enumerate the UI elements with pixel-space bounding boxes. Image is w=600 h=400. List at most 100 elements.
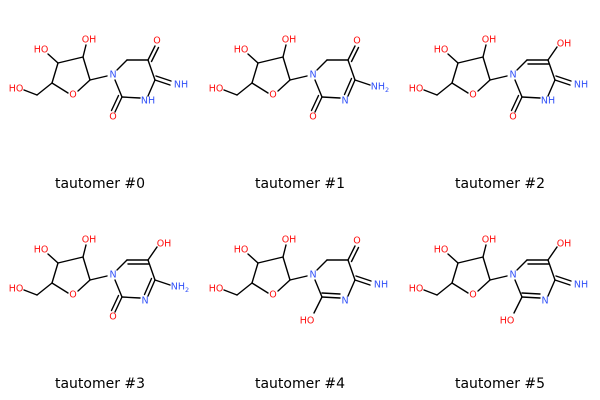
ring-bond: [114, 279, 123, 298]
ring-nitrogen: N: [109, 270, 116, 281]
hydroxyl-bond: [513, 296, 523, 314]
ring-oxygen: O: [69, 90, 76, 101]
hydroxyl-label: OH: [557, 239, 572, 250]
hydroxyl-bond: [482, 244, 487, 258]
ring-bond: [347, 279, 356, 297]
ring-bond: [147, 279, 156, 297]
ring-bond: [521, 292, 541, 295]
hydroxyl-label: HO: [409, 284, 424, 295]
hydroxyl-bond: [82, 244, 87, 258]
sugar-bond: [282, 56, 291, 81]
ring-bond: [321, 296, 341, 299]
glycosidic-bond: [489, 275, 508, 281]
sugar-bond: [51, 262, 59, 284]
hydroxyl-bond: [447, 53, 459, 64]
ring-bond: [321, 96, 341, 99]
sugar-bond: [36, 282, 53, 296]
hydroxyl-bond: [247, 53, 259, 64]
ring-nitrogen: N: [341, 296, 348, 307]
hydroxyl-bond: [282, 44, 287, 58]
ring-oxygen: O: [269, 290, 276, 301]
tautomer-caption: tautomer #5: [454, 376, 546, 392]
hydroxyl-label: HO: [300, 316, 315, 327]
sugar-bond: [251, 282, 269, 294]
ring-bond: [147, 79, 156, 97]
ring-bond: [521, 96, 541, 99]
hydroxyl-label: HO: [409, 84, 424, 95]
ring-bond: [514, 79, 523, 98]
ring-bond: [547, 259, 556, 281]
ring-bond: [316, 259, 328, 271]
carbonyl-bond: [147, 45, 156, 61]
ring-bond: [316, 59, 328, 71]
sugar-bond: [257, 56, 284, 64]
ring-bond: [547, 279, 556, 297]
amine-label: NH2: [171, 282, 189, 295]
ring-nitrogen: N: [141, 296, 148, 307]
amine-bond: [154, 279, 171, 286]
sugar-bond: [277, 79, 291, 92]
sugar-bond: [77, 79, 91, 92]
carbonyl-oxygen: O: [109, 312, 116, 323]
hydroxyl-bond: [547, 246, 558, 261]
glycosidic-bond: [289, 75, 308, 81]
carbonyl-bond: [310, 94, 320, 112]
carbonyl-bond: [350, 46, 360, 63]
hydroxyl-label: HO: [34, 45, 49, 56]
tautomer-caption: tautomer #4: [254, 376, 346, 392]
imine-bond: [555, 75, 572, 82]
ring-bond: [147, 259, 156, 281]
sugar-bond: [277, 279, 291, 292]
ring-bond: [521, 296, 541, 299]
carbonyl-bond: [347, 45, 356, 61]
hydroxyl-label: HO: [234, 45, 249, 56]
carbonyl-oxygen: O: [353, 236, 360, 247]
ring-bond: [143, 277, 153, 296]
ring-bond: [343, 77, 353, 96]
sugar-bond: [477, 79, 491, 92]
sugar-bond: [477, 279, 491, 292]
ring-nitrogen: N: [509, 270, 516, 281]
sugar-bond: [436, 282, 453, 296]
imine-label: NH: [574, 280, 588, 291]
tautomer-caption: tautomer #1: [254, 176, 346, 192]
sugar-bond: [82, 256, 91, 281]
imine-bond: [354, 279, 371, 286]
sugar-bond: [436, 82, 453, 96]
carbonyl-bond: [314, 96, 323, 113]
hydroxyl-label: OH: [282, 35, 297, 46]
carbonyl-bond: [110, 94, 120, 112]
ring-bond: [514, 279, 523, 298]
hydroxyl-label: OH: [557, 39, 572, 50]
hydroxyl-label: OH: [82, 35, 97, 46]
imine-bond: [554, 79, 571, 86]
ring-bond: [116, 59, 128, 71]
ring-bond: [347, 59, 356, 81]
imine-label: NH: [374, 280, 388, 291]
carbonyl-bond: [347, 245, 356, 261]
imine-bond: [154, 79, 171, 86]
ring-bond: [114, 79, 123, 98]
hydroxyl-label: HO: [234, 245, 249, 256]
carbonyl-oxygen: O: [353, 36, 360, 47]
sugar-bond: [457, 256, 484, 264]
sugar-bond: [451, 282, 469, 294]
hydroxyl-bond: [82, 44, 87, 58]
carbonyl-bond: [510, 94, 520, 112]
hydroxyl-bond: [23, 289, 38, 296]
carbonyl-bond: [110, 294, 120, 312]
tautomer-caption: tautomer #2: [454, 176, 546, 192]
ring-oxygen: O: [469, 90, 476, 101]
sugar-bond: [51, 82, 69, 94]
